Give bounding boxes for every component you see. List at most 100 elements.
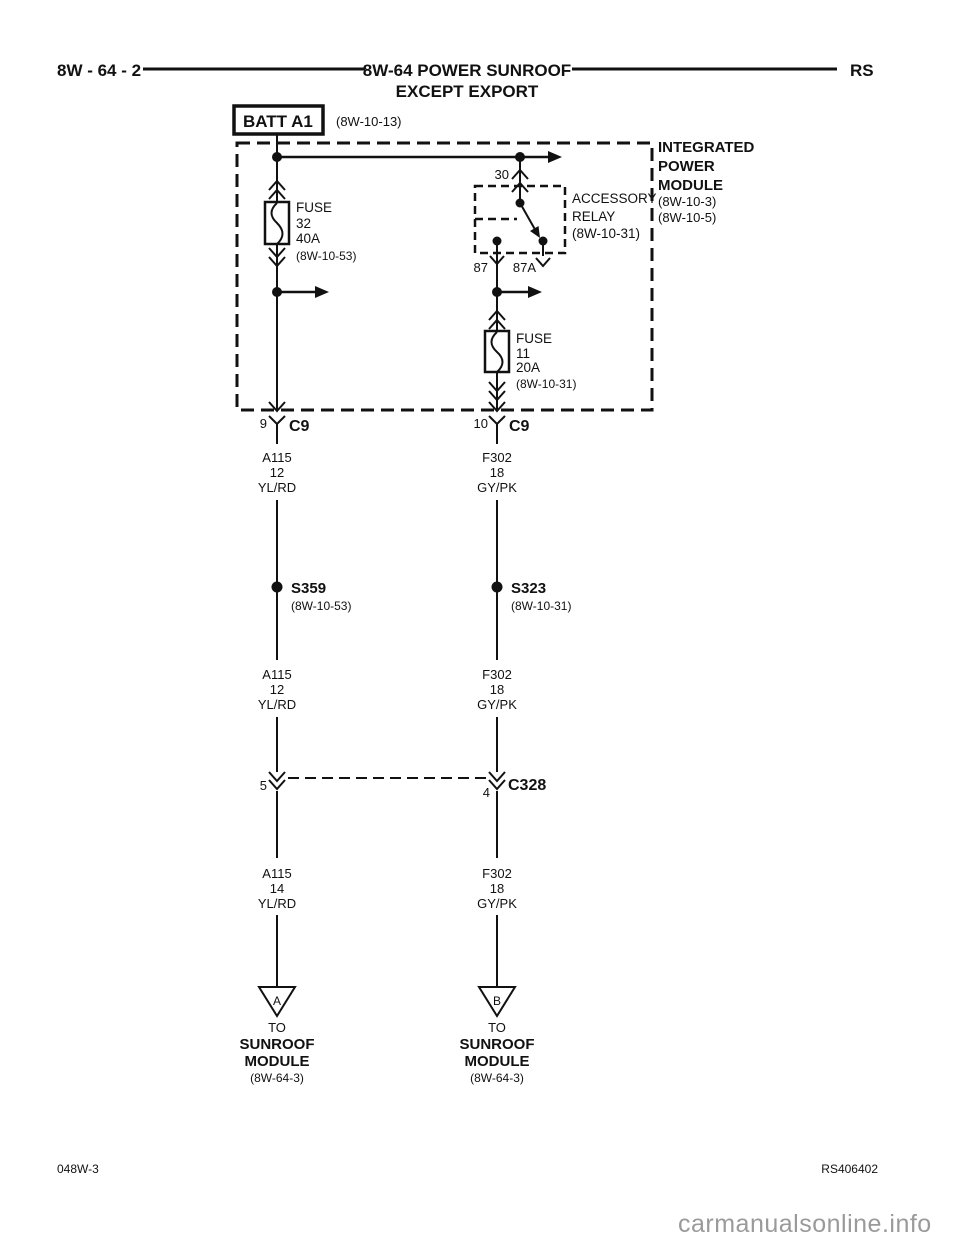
wire-gauge: 18 — [490, 682, 504, 697]
ipm-name-line3: MODULE — [658, 177, 723, 194]
connector-c9-right: 10 C9 — [474, 401, 530, 444]
ipm-label: INTEGRATED POWER MODULE (8W-10-3) (8W-10… — [658, 139, 755, 225]
inline-connector-male — [488, 401, 506, 413]
terminator-b: B TO SUNROOF MODULE (8W-64-3) — [460, 915, 535, 1085]
wire-gauge: 12 — [270, 465, 284, 480]
wire-label-right-lower: F302 18 GY/PK — [477, 866, 517, 911]
ipm-ref2: (8W-10-5) — [658, 210, 716, 225]
inline-connector-female — [268, 415, 286, 426]
wire-circuit: A115 — [262, 866, 291, 881]
destination-line1: SUNROOF — [460, 1036, 535, 1053]
fuse11-element — [490, 331, 504, 373]
fuse32-branch: FUSE 32 40A (8W-10-53) — [263, 179, 356, 411]
destination-ref: (8W-64-3) — [250, 1071, 304, 1085]
connector-chevron — [488, 318, 506, 330]
wire-gauge: 18 — [490, 881, 504, 896]
offpage-arrowhead — [315, 286, 329, 298]
fuse32-element — [270, 202, 284, 245]
relay-name-line1: ACCESSORY — [572, 191, 657, 206]
fuse32-rating: 40A — [296, 231, 320, 246]
c9-left-name: C9 — [289, 418, 310, 435]
destination-line2: MODULE — [245, 1053, 310, 1070]
c9-right-name: C9 — [509, 418, 530, 435]
splice-s323: S323 (8W-10-31) — [491, 500, 571, 660]
splice-name: S323 — [511, 580, 546, 597]
destination-to: TO — [488, 1020, 506, 1035]
ipm-name-line2: POWER — [658, 158, 715, 175]
connector-chevron — [511, 168, 529, 180]
c328-pin-right: 4 — [483, 785, 490, 800]
c328-name: C328 — [508, 777, 546, 794]
wire-circuit: A115 — [262, 667, 291, 682]
fuse32-ref: (8W-10-53) — [296, 249, 356, 263]
page-footer: 048W-3 RS406402 — [57, 1162, 878, 1176]
wire-gauge: 14 — [270, 881, 284, 896]
splice-dot — [491, 581, 503, 593]
wire-circuit: F302 — [482, 667, 512, 682]
ipm-ref1: (8W-10-3) — [658, 194, 716, 209]
wire-circuit: F302 — [482, 450, 512, 465]
wire-color: GY/PK — [477, 480, 517, 495]
page-header: 8W - 64 - 2 8W-64 POWER SUNROOF RS EXCEP… — [57, 61, 874, 101]
c9-left-pin: 9 — [260, 416, 267, 431]
connector-chevron — [268, 179, 286, 191]
batt-a1-ref: (8W-10-13) — [336, 114, 402, 129]
batt-a1-label: BATT A1 — [243, 112, 313, 131]
relay-pin87a-number: 87A — [513, 260, 536, 275]
connector-chevron — [488, 309, 506, 321]
wire-label-right-mid: F302 18 GY/PK — [477, 667, 517, 712]
splice-name: S359 — [291, 580, 326, 597]
wire-color: YL/RD — [258, 896, 296, 911]
header-subtitle: EXCEPT EXPORT — [396, 82, 539, 101]
bus-arrowhead — [548, 151, 562, 163]
fuse32-number: 32 — [296, 216, 311, 231]
relay-pin87-number: 87 — [474, 260, 488, 275]
connector-chevron — [488, 779, 506, 791]
battery-feed: BATT A1 (8W-10-13) — [232, 104, 402, 136]
batt-a1-box — [232, 104, 325, 136]
footer-figure-number: RS406402 — [821, 1162, 878, 1176]
relay-name-line2: RELAY — [572, 209, 615, 224]
destination-to: TO — [268, 1020, 286, 1035]
wire-color: YL/RD — [258, 697, 296, 712]
wire-label-left-upper: A115 12 YL/RD — [258, 450, 296, 495]
connector-chevron — [488, 771, 506, 783]
connector-chevron — [488, 390, 506, 402]
relay-arm-arrowhead — [530, 226, 540, 238]
fuse11-branch: FUSE 11 20A (8W-10-31) — [483, 241, 576, 411]
splice-ref: (8W-10-53) — [291, 599, 351, 613]
relay-pin30-number: 30 — [495, 167, 509, 182]
splice-dot — [271, 581, 283, 593]
triangle-connector-b — [477, 986, 517, 1018]
wire-label-right-upper: F302 18 GY/PK — [477, 450, 517, 495]
header-title: 8W-64 POWER SUNROOF — [363, 61, 571, 80]
fuse32-label: FUSE — [296, 200, 332, 215]
wire-color: GY/PK — [477, 697, 517, 712]
watermark-text: carmanualsonline.info — [678, 1210, 932, 1238]
triangle-connector-a — [257, 986, 297, 1018]
ipm-border — [235, 141, 654, 412]
triangle-letter: A — [273, 994, 281, 1008]
inline-connector-male — [268, 401, 286, 413]
wire-circuit: A115 — [262, 450, 291, 465]
connector-c328: 5 4 C328 — [260, 717, 546, 800]
wire-color: YL/RD — [258, 480, 296, 495]
connector-c9-left: 9 C9 — [260, 401, 310, 444]
fuse11-label: FUSE — [516, 331, 552, 346]
c328-pin-left: 5 — [260, 778, 267, 793]
relay-switch-arm — [519, 202, 538, 234]
header-page-ref: 8W - 64 - 2 — [57, 61, 141, 80]
fuse11-rating: 20A — [516, 360, 540, 375]
wire-label-left-mid: A115 12 YL/RD — [258, 667, 296, 712]
connector-chevron — [489, 255, 505, 266]
connector-chevron — [535, 257, 551, 268]
relay-ref: (8W-10-31) — [572, 226, 640, 241]
offpage-arrowhead — [528, 286, 542, 298]
connector-chevron — [511, 181, 529, 193]
splice-s359: S359 (8W-10-53) — [271, 500, 351, 660]
splice-ref: (8W-10-31) — [511, 599, 571, 613]
destination-line2: MODULE — [465, 1053, 530, 1070]
footer-sheet-number: 048W-3 — [57, 1162, 99, 1176]
fuse11-ref: (8W-10-31) — [516, 377, 576, 391]
